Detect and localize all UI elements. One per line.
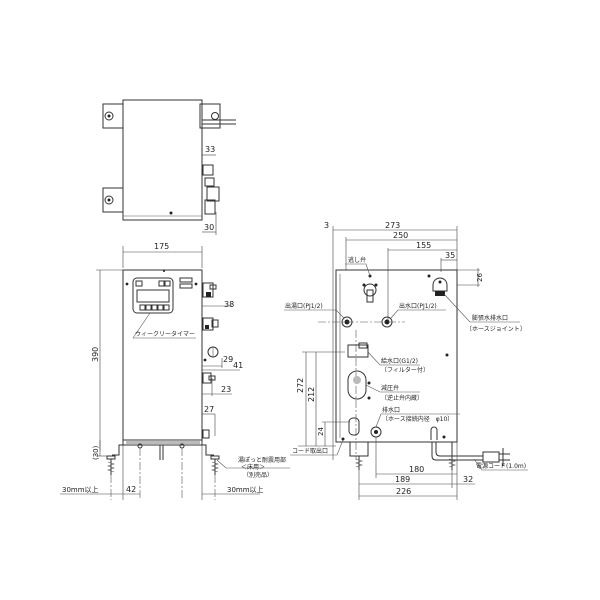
dim-212: 212 [307,387,316,402]
reducing-valve [347,370,367,400]
cord-outlet-grommet [348,417,360,436]
label-power-cord: 電源コード(1.0m) [476,462,526,470]
dim-width-175: 175 [154,242,169,251]
label-filter: 〔フィルター付〕 [381,366,429,374]
label-water-supply: 給水口(G1/2) [381,357,418,365]
expansion-drain-fitting [427,274,448,296]
anchor-screw-left [106,455,116,500]
side-view-body [335,269,458,443]
label-hose-joint: 〔ホースジョイント〕 [466,326,526,333]
dim-32: 32 [463,475,473,484]
label-seismic-kit: 湯ぽっと耐震用部 [238,456,286,464]
power-plug [482,451,500,463]
dim-250: 250 [393,231,408,240]
dim-30-paren: (30) [92,445,100,460]
dim-41: 41 [233,361,243,370]
dim-clearance-right: 30mm以上 [227,485,264,494]
side-view: 3 273 250 155 35 26 逃し弁 [284,221,528,500]
dim-top-30: 30 [204,223,214,232]
dim-height-390: 390 [91,347,100,362]
front-view: 175 390 ウィークリータイマー [60,242,290,500]
label-relief-valve: 逃し弁 [348,256,366,264]
dim-top-33: 33 [205,145,215,154]
dim-35: 35 [445,251,455,260]
top-view-body [122,99,203,221]
dim-27: 27 [204,405,214,414]
dim-24: 24 [317,427,325,436]
dim-272: 272 [296,378,305,393]
weekly-timer-panel [132,277,174,314]
dim-42: 42 [126,485,136,494]
dim-180: 180 [409,465,424,474]
top-view: 33 30 [102,99,236,235]
dim-38: 38 [224,300,234,309]
label-hose-inner-dia: 〔ホース接続内径 φ10〕 [382,415,453,423]
relief-valve [362,274,378,303]
dim-29: 29 [223,355,233,364]
label-floor-use: ＜床用＞ [241,463,265,471]
water-supply-inlet [347,344,369,358]
dim-clearance-left: 30mm以上 [62,485,99,494]
label-sold-separately: （別売品） [243,471,273,479]
dim-3: 3 [324,221,329,230]
label-cord-outlet: コード取出口 [292,447,328,455]
label-weekly-timer: ウィークリータイマー [135,330,195,338]
power-cord [431,442,483,461]
label-hot-water-outlet: 出湯口(PJ1/2) [285,302,323,310]
label-water-outlet: 出水口(PJ1/2) [399,302,437,310]
dim-273: 273 [385,221,400,230]
dim-189: 189 [395,475,410,484]
mount-ear-top-right [199,103,221,129]
anchor-screw-right [210,455,220,500]
dim-26: 26 [476,273,484,282]
label-check-valve: 〔逆止弁内蔵〕 [381,394,423,402]
dim-226: 226 [396,487,411,496]
label-reducing-valve: 減圧弁 [381,384,399,392]
dim-23: 23 [221,385,231,394]
label-expansion-drain: 膨張水排水口 [472,314,508,322]
dim-155: 155 [416,241,431,250]
label-drain: 排水口 [382,406,400,414]
side-foot-left [349,441,369,457]
front-view-body [122,269,203,441]
